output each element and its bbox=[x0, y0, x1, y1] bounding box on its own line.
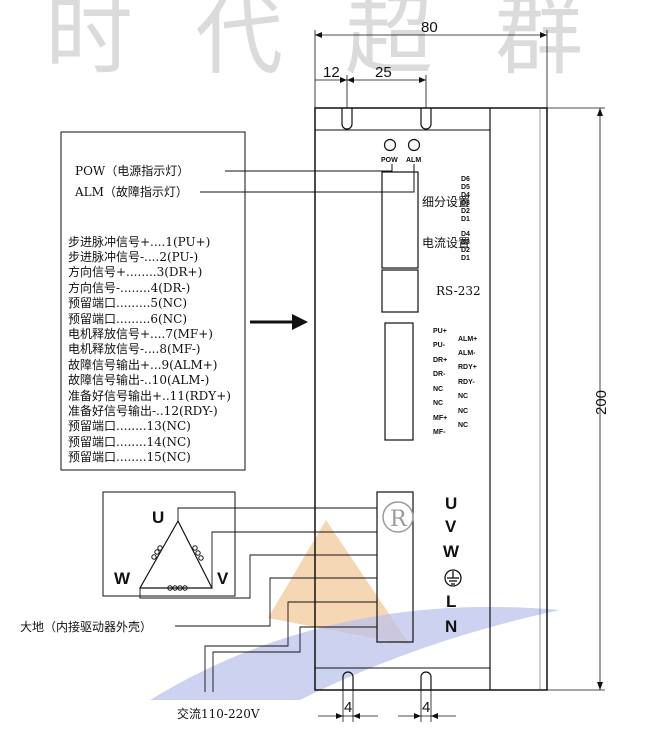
svg-text:D4: D4 bbox=[461, 192, 470, 199]
svg-text:PU-: PU- bbox=[433, 342, 446, 349]
wire-w bbox=[139, 554, 377, 599]
svg-text:NC: NC bbox=[458, 408, 468, 415]
signal-connector bbox=[384, 322, 414, 441]
svg-text:NC: NC bbox=[433, 400, 443, 407]
wire-u bbox=[177, 507, 377, 521]
ac-input-label: 交流110-220V bbox=[177, 706, 260, 721]
signal-6: 预留端口.........6(NC) bbox=[68, 312, 187, 326]
svg-text:D5: D5 bbox=[461, 184, 470, 191]
pow-description: POW（电源指示灯） bbox=[75, 163, 189, 178]
wire-n bbox=[212, 626, 377, 692]
subdiv-pins: D6 D5 D4 D3 D2 D1 bbox=[461, 176, 470, 223]
terminal-w: W bbox=[443, 542, 460, 561]
motor-v: V bbox=[217, 569, 229, 588]
dim-slot-bottom-right: 4 bbox=[422, 699, 430, 716]
dim-height: 200 bbox=[593, 390, 610, 415]
svg-text:RDY-: RDY- bbox=[458, 379, 475, 386]
wire-l bbox=[204, 601, 377, 692]
svg-text:NC: NC bbox=[433, 386, 443, 393]
svg-text:PU+: PU+ bbox=[433, 328, 447, 335]
pow-led bbox=[383, 138, 397, 152]
logo-triangle-orange bbox=[268, 520, 410, 645]
signal-13: 预留端口........13(NC) bbox=[68, 419, 191, 433]
registered-letter: R bbox=[390, 507, 408, 532]
dip-switch-block bbox=[381, 171, 419, 269]
signal-list: 步进脉冲信号+....1(PU+) 步进脉冲信号-....2(PU-) 方向信号… bbox=[68, 234, 231, 464]
svg-text:NC: NC bbox=[458, 393, 468, 400]
mount-slot-bottom-right bbox=[420, 671, 432, 690]
svg-text:DR-: DR- bbox=[433, 371, 446, 378]
signal-8: 电机释放信号-....8(MF-) bbox=[68, 341, 200, 356]
signal-10: 故障信号输出-..10(ALM-) bbox=[68, 372, 209, 387]
svg-text:ALM-: ALM- bbox=[458, 350, 476, 357]
signal-4: 方向信号-........4(DR-) bbox=[68, 280, 190, 295]
alm-led bbox=[407, 138, 421, 152]
mount-slot-top-left bbox=[341, 108, 353, 130]
terminal-l: L bbox=[446, 592, 456, 611]
alm-label: ALM bbox=[406, 157, 421, 164]
signal-7: 电机释放信号+....7(MF+) bbox=[68, 326, 213, 341]
svg-text:D6: D6 bbox=[461, 176, 470, 183]
signal-2: 步进脉冲信号-....2(PU-) bbox=[68, 249, 198, 264]
mount-slot-top-right bbox=[420, 108, 432, 130]
logo-swoosh-blue bbox=[150, 606, 560, 700]
ground-icon bbox=[444, 569, 462, 587]
watermark-text: 时代超群 bbox=[45, 0, 645, 87]
dim-slot-bottom-left: 4 bbox=[344, 699, 352, 716]
signal-1: 步进脉冲信号+....1(PU+) bbox=[68, 234, 210, 249]
signal-11: 准备好信号输出+..11(RDY+) bbox=[68, 388, 231, 403]
arrow-right-icon bbox=[250, 314, 308, 330]
wire-v bbox=[211, 531, 377, 588]
rs232-port bbox=[381, 269, 419, 313]
signal-12: 准备好信号输出-..12(RDY-) bbox=[68, 403, 218, 418]
signal-description-box bbox=[60, 131, 246, 471]
svg-text:D4: D4 bbox=[461, 231, 470, 238]
mount-slot-bottom-left bbox=[342, 671, 354, 690]
terminal-u: U bbox=[445, 494, 457, 513]
terminal-n: N bbox=[445, 617, 457, 636]
svg-text:ALM+: ALM+ bbox=[458, 336, 477, 343]
svg-text:RDY+: RDY+ bbox=[458, 364, 477, 371]
svg-text:NC: NC bbox=[458, 422, 468, 429]
signal-9: 故障信号输出+...9(ALM+) bbox=[68, 357, 217, 372]
svg-text:MF-: MF- bbox=[433, 429, 446, 436]
signal-14: 预留端口........14(NC) bbox=[68, 435, 191, 449]
svg-text:D2: D2 bbox=[461, 247, 470, 254]
registered-mark bbox=[382, 501, 414, 533]
signal-5: 预留端口.........5(NC) bbox=[68, 296, 187, 310]
svg-text:D2: D2 bbox=[461, 208, 470, 215]
current-pins: D4 D3 D2 D1 bbox=[461, 231, 470, 262]
motor-w: W bbox=[114, 569, 131, 588]
svg-text:D1: D1 bbox=[461, 216, 470, 223]
rs232-label: RS-232 bbox=[436, 284, 481, 298]
svg-text:D1: D1 bbox=[461, 255, 470, 262]
ground-label: 大地（内接驱动器外壳） bbox=[20, 619, 152, 634]
motor-u: U bbox=[152, 508, 164, 527]
svg-text:DR+: DR+ bbox=[433, 357, 447, 364]
motor-winding-triangle bbox=[138, 519, 213, 589]
connector-right-pins: ALM+ ALM- RDY+ RDY- NC NC NC bbox=[458, 336, 477, 429]
dim-hole-spacing: 25 bbox=[375, 64, 392, 81]
svg-text:D3: D3 bbox=[461, 239, 470, 246]
pow-label: POW bbox=[381, 157, 398, 164]
connector-left-pins: PU+ PU- DR+ DR- NC NC MF+ MF- bbox=[433, 328, 447, 436]
terminal-v: V bbox=[445, 517, 457, 536]
power-terminal-block bbox=[376, 491, 414, 643]
svg-text:D3: D3 bbox=[461, 200, 470, 207]
coil-icons bbox=[151, 545, 204, 591]
dim-left-offset: 12 bbox=[323, 64, 340, 81]
alm-description: ALM（故障指示灯） bbox=[74, 184, 188, 199]
dim-width: 80 bbox=[421, 19, 438, 36]
current-label: 电流设置 bbox=[422, 236, 470, 250]
subdiv-label: 细分设置 bbox=[422, 195, 470, 209]
signal-3: 方向信号+........3(DR+) bbox=[68, 264, 202, 279]
motor-box bbox=[102, 491, 236, 597]
svg-text:MF+: MF+ bbox=[433, 415, 447, 422]
wire-ground bbox=[175, 577, 377, 627]
signal-15: 预留端口........15(NC) bbox=[68, 450, 191, 464]
